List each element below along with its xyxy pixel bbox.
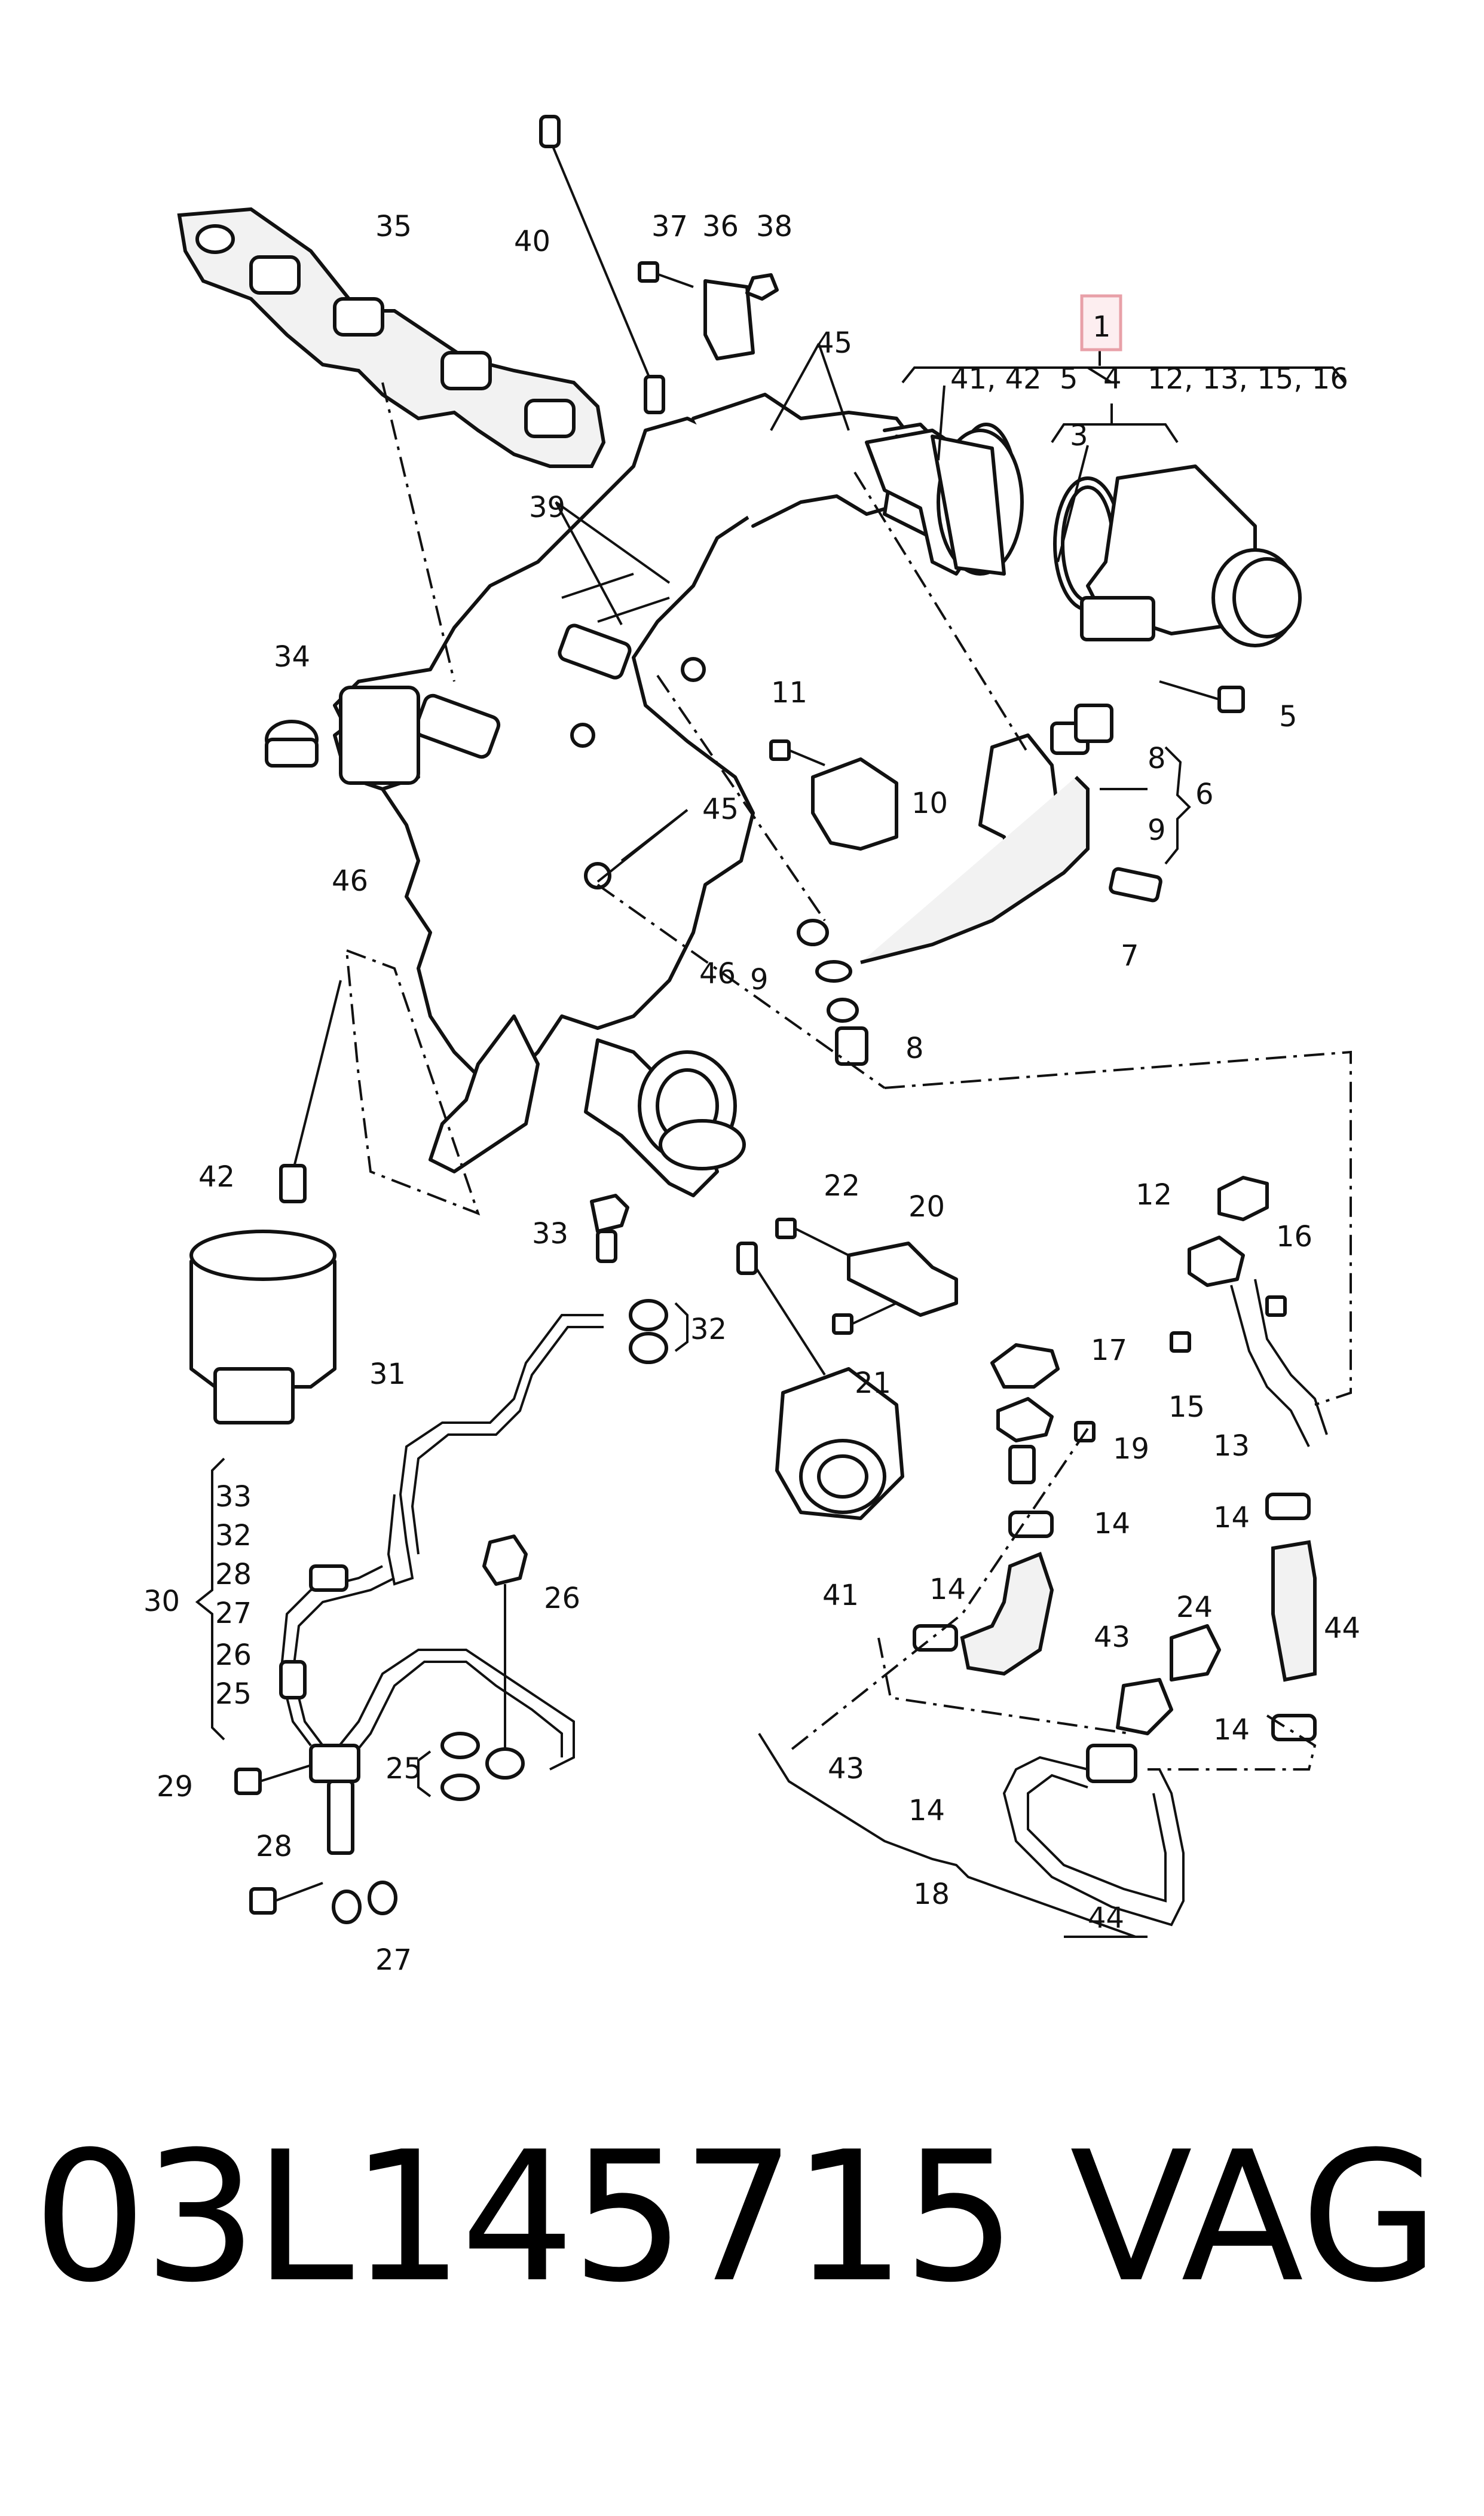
- callout-16: 16: [1276, 1220, 1312, 1254]
- oil-return-pipe: [333, 1534, 575, 1801]
- callout-46b: 46: [699, 957, 736, 990]
- callout-11: 11: [771, 676, 807, 710]
- callout-41: 41: [822, 1579, 859, 1612]
- callout-8b: 8: [905, 1032, 924, 1065]
- callout-36: 36: [702, 210, 739, 243]
- callout-20: 20: [908, 1190, 945, 1224]
- callout-24: 24: [1176, 1591, 1213, 1624]
- callout-13: 13: [1213, 1429, 1250, 1463]
- banjo-bolt-33: [590, 1194, 668, 1364]
- callout-1: 1: [1093, 310, 1111, 344]
- callout-6: 6: [1195, 778, 1214, 811]
- reference-lines: [345, 382, 1352, 1771]
- brand-name: VAG: [1070, 2113, 1440, 2322]
- highlight-box: [1080, 294, 1122, 351]
- callout-14e: 14: [908, 1794, 945, 1827]
- callout-28a: 28: [215, 1558, 252, 1591]
- callout-17: 17: [1091, 1334, 1127, 1367]
- leader-lines: [195, 343, 1346, 1938]
- callout-18: 18: [913, 1878, 950, 1911]
- oil-supply-pipe: [279, 1314, 604, 1747]
- callout-26b: 26: [544, 1582, 580, 1615]
- callout-46a: 46: [332, 864, 368, 898]
- callout-34: 34: [274, 640, 310, 674]
- callout-5b: 5: [1279, 700, 1298, 733]
- callout-25b: 25: [385, 1752, 422, 1786]
- callout-42: 42: [198, 1160, 235, 1194]
- callout-4: 4: [1103, 362, 1122, 396]
- cover-cap: [769, 739, 898, 851]
- callout-35: 35: [375, 210, 412, 243]
- callout-5a: 5: [1060, 362, 1078, 396]
- callout-14b: 14: [1094, 1507, 1130, 1540]
- callout-45a: 45: [816, 326, 852, 360]
- callout-25a: 25: [215, 1677, 252, 1711]
- egr-valve-assembly: [865, 429, 1302, 713]
- callout-3: 3: [1070, 419, 1088, 453]
- callout-41-42: 41, 42: [950, 362, 1042, 396]
- bracket-20: [775, 1218, 958, 1335]
- heat-shield-marks: [561, 573, 670, 623]
- part-number: 03L145715: [33, 2113, 1017, 2322]
- callout-43a: 43: [1094, 1621, 1130, 1654]
- callout-21: 21: [855, 1366, 891, 1400]
- callout-33a: 33: [532, 1217, 568, 1251]
- callout-15: 15: [1168, 1390, 1205, 1424]
- callout-7: 7: [1121, 939, 1139, 973]
- callout-40: 40: [514, 225, 550, 258]
- callout-14c: 14: [929, 1573, 966, 1606]
- callout-28b: 28: [256, 1830, 292, 1863]
- callout-39: 39: [529, 491, 565, 524]
- bracket-assembly: [638, 261, 779, 360]
- callout-43b: 43: [828, 1752, 864, 1786]
- coolant-hose-assembly: [913, 1176, 1328, 1927]
- callout-44a: 44: [1324, 1612, 1360, 1645]
- bushing-34: [265, 686, 420, 785]
- callout-32b: 32: [215, 1519, 252, 1552]
- callout-27a: 27: [215, 1597, 252, 1630]
- wastegate-actuator-41: [736, 1242, 904, 1520]
- wastegate-actuator-42: [189, 980, 342, 1424]
- callout-9b: 9: [750, 963, 769, 996]
- callout-30: 30: [143, 1585, 180, 1618]
- callout-12: 12: [1136, 1178, 1172, 1212]
- callout-44b: 44: [1088, 1901, 1124, 1935]
- callout-38: 38: [756, 210, 793, 243]
- manifold-gasket: [177, 207, 606, 468]
- callout-19: 19: [1113, 1432, 1149, 1466]
- callout-45b: 45: [702, 793, 739, 826]
- lambda-sensor: [539, 115, 665, 414]
- banjo-fitting: [797, 919, 868, 1066]
- callout-10: 10: [911, 787, 948, 820]
- union-fittings: [234, 1744, 397, 1924]
- callout-27b: 27: [375, 1943, 412, 1977]
- callout-14d: 14: [1213, 1713, 1250, 1747]
- callout-37: 37: [651, 210, 688, 243]
- callout-9a: 9: [1148, 814, 1166, 847]
- callout-8a: 8: [1148, 742, 1166, 775]
- callout-29: 29: [157, 1770, 193, 1803]
- callout-12-16: 12, 13, 15, 16: [1148, 362, 1348, 396]
- callout-32a: 32: [690, 1313, 727, 1346]
- exploded-parts-diagram: 1 41, 42 5 4 12, 13, 15, 16 3 5 6 8 9 7 …: [143, 115, 1360, 1977]
- callout-26a: 26: [215, 1638, 252, 1672]
- callout-14a: 14: [1213, 1501, 1250, 1534]
- callout-31: 31: [369, 1358, 406, 1391]
- callout-22: 22: [824, 1169, 860, 1203]
- pressure-sensor-bracket: [860, 704, 1162, 964]
- callout-33b: 33: [215, 1480, 252, 1514]
- callout-labels: 1 41, 42 5 4 12, 13, 15, 16 3 5 6 8 9 7 …: [143, 210, 1360, 1977]
